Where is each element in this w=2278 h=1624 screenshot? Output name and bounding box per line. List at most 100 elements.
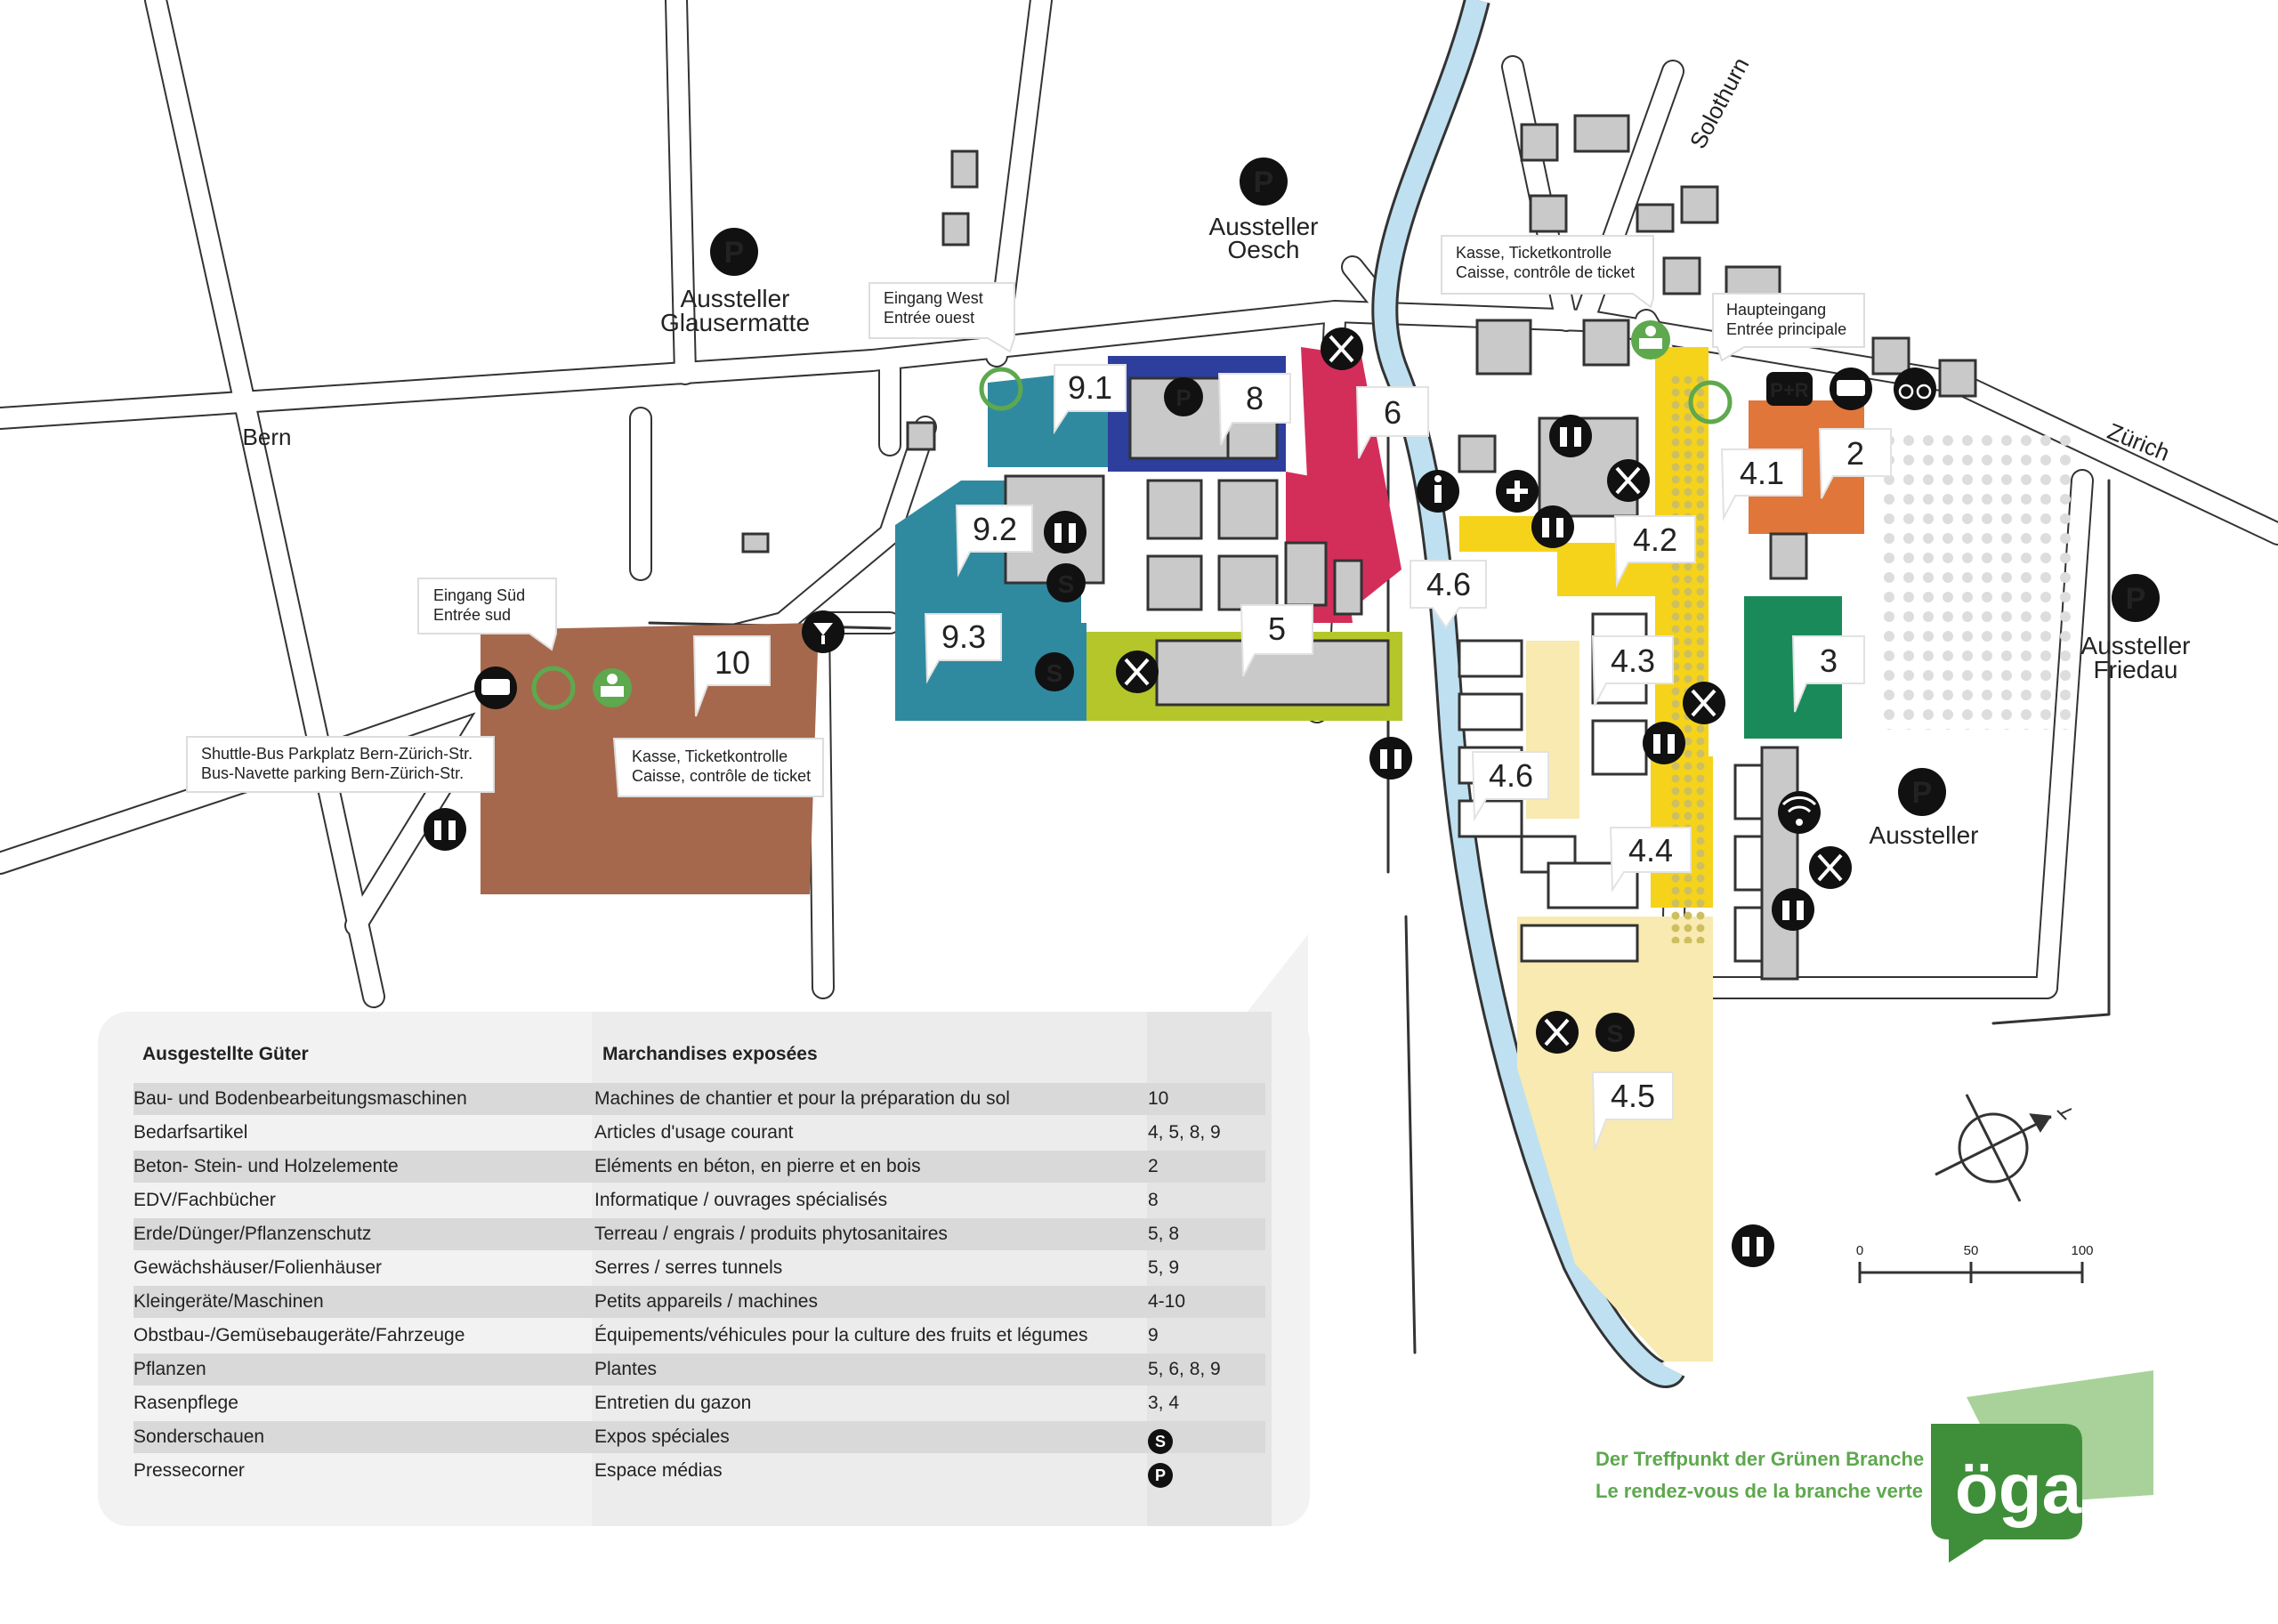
parking-glausermatte[interactable]: P Aussteller Glausermatte [660, 228, 810, 336]
legend-de: Bedarfsartikel [133, 1122, 248, 1143]
sector-number: 10 [715, 644, 750, 681]
bike-parking-icon[interactable] [1894, 368, 1936, 410]
sector-number: 8 [1246, 380, 1264, 416]
legend-de: EDV/Fachbücher [133, 1190, 276, 1210]
special-show-icon[interactable]: S [1595, 1013, 1635, 1052]
press-corner-icon[interactable]: P [1164, 377, 1203, 416]
restaurant-icon[interactable] [1321, 327, 1363, 370]
sector-bubble-4-5[interactable]: 4.5 [1591, 1071, 1674, 1151]
parking-aussteller[interactable]: P Aussteller [1870, 768, 1979, 849]
legend-de: Bau- und Bodenbearbeitungsmaschinen [133, 1088, 467, 1109]
callout-shuttle[interactable]: Shuttle-Bus Parkplatz Bern-Zürich-Str. B… [186, 736, 495, 793]
sector-number: 4.4 [1628, 832, 1673, 869]
first-aid-icon[interactable] [1496, 470, 1539, 513]
sector-bubble-4-1[interactable]: 4.1 [1720, 448, 1803, 521]
toilet-icon[interactable] [1369, 737, 1412, 780]
callout-kasse-north[interactable]: Kasse, Ticketkontrolle Caisse, contrôle … [1441, 235, 1654, 309]
entrance-marker-main[interactable] [1688, 380, 1733, 424]
toilet-icon[interactable] [1549, 415, 1592, 457]
sector-bubble-5[interactable]: 5 [1240, 604, 1313, 677]
restaurant-icon[interactable] [1536, 1011, 1579, 1054]
sector-number: 4.5 [1611, 1078, 1655, 1114]
restaurant-icon[interactable] [1683, 682, 1725, 724]
legend-fr: Expos spéciales [594, 1426, 730, 1447]
toilet-icon[interactable] [1643, 722, 1685, 764]
parking-label-line1: Aussteller [681, 285, 790, 312]
callout-fr: Caisse, contrôle de ticket [632, 767, 811, 785]
toilet-icon[interactable] [1732, 1224, 1774, 1267]
toilet-icon[interactable] [424, 808, 466, 851]
callout-eingang-sued[interactable]: Eingang Süd Entrée sud [417, 578, 557, 651]
bus-icon[interactable] [1830, 368, 1872, 410]
sector-bubble-3[interactable]: 3 [1791, 635, 1865, 713]
parking-label-line1: Aussteller [1870, 821, 1979, 849]
legend-sectors: 5, 9 [1148, 1257, 1180, 1278]
sector-bubble-4-4[interactable]: 4.4 [1609, 827, 1692, 893]
callout-de: Kasse, Ticketkontrolle [1456, 244, 1612, 262]
callout-eingang-west[interactable]: Eingang West Entrée ouest [868, 282, 1015, 353]
park-and-ride-label: P+R [1770, 379, 1809, 401]
legend-table: Ausgestellte Güter Marchandises exposées… [98, 1012, 1310, 1526]
legend-sectors: 4, 5, 8, 9 [1148, 1122, 1221, 1143]
sector-number: 4.2 [1633, 521, 1677, 558]
callout-kasse-south[interactable]: Kasse, Ticketkontrolle Caisse, contrôle … [612, 738, 824, 797]
legend-sectors: 3, 4 [1148, 1393, 1180, 1413]
restaurant-icon[interactable] [1116, 650, 1159, 693]
bar-icon[interactable] [802, 610, 844, 653]
parking-oesch[interactable]: P Aussteller Oesch [1209, 158, 1319, 263]
wifi-icon[interactable] [1778, 791, 1821, 834]
restaurant-icon[interactable] [1607, 459, 1650, 502]
sector-bubble-9-1[interactable]: 9.1 [1054, 364, 1127, 435]
ticket-desk-icon[interactable] [593, 668, 632, 707]
callout-fr: Entrée sud [433, 606, 511, 624]
callout-de: Kasse, Ticketkontrolle [632, 747, 788, 765]
entrance-marker-west[interactable] [979, 367, 1023, 411]
callout-de: Shuttle-Bus Parkplatz Bern-Zürich-Str. [201, 745, 473, 763]
sector-bubble-10[interactable]: 10 [692, 635, 771, 717]
sector-bubble-9-2[interactable]: 9.2 [955, 505, 1033, 578]
parking-lot-dots [1882, 427, 2073, 730]
scale-bar: 0 50 100 [1856, 1243, 2094, 1283]
compass-rose [1935, 1094, 2072, 1202]
parking-friedau[interactable]: P Aussteller Friedau [2081, 574, 2191, 683]
ticket-desk-icon[interactable] [1631, 320, 1670, 360]
info-icon[interactable] [1417, 470, 1459, 513]
sector-bubble-4-6-north[interactable]: 4.6 [1410, 560, 1487, 629]
place-solothurn: Solothurn [1684, 53, 1755, 153]
slogan-de: Der Treffpunkt der Grünen Branche [1595, 1448, 1925, 1470]
special-show-letter: S [1058, 570, 1075, 598]
toilet-icon[interactable] [1531, 505, 1574, 548]
toilet-icon[interactable] [1772, 888, 1814, 931]
sector-bubble-4-6-south[interactable]: 4.6 [1471, 751, 1549, 822]
legend-de: Gewächshäuser/Folienhäuser [133, 1257, 382, 1278]
map-icons: S S S P P+R [424, 320, 1936, 1267]
special-show-icon[interactable]: S [1046, 563, 1086, 602]
sector-bubble-9-3[interactable]: 9.3 [924, 613, 1002, 684]
park-and-ride-icon[interactable]: P+R [1766, 372, 1813, 406]
callout-fr: Entrée ouest [884, 309, 974, 327]
sector-bubble-8[interactable]: 8 [1217, 373, 1291, 446]
sector-bubble-4-2[interactable]: 4.2 [1613, 515, 1696, 588]
legend-de: Rasenpflege [133, 1393, 238, 1413]
callout-de: Eingang West [884, 289, 983, 307]
legend-sectors: 9 [1148, 1325, 1159, 1345]
sector-bubble-4-3[interactable]: 4.3 [1591, 635, 1674, 707]
special-show-icon[interactable]: S [1035, 652, 1074, 691]
bus-icon[interactable] [474, 667, 517, 709]
restaurant-icon[interactable] [1809, 846, 1852, 889]
logo-text: öga [1955, 1449, 2082, 1528]
sector-bubble-6[interactable]: 6 [1355, 386, 1429, 459]
callout-haupteingang[interactable]: Haupteingang Entrée principale [1712, 293, 1865, 362]
entrance-marker-south[interactable] [531, 666, 576, 710]
legend-de: Pflanzen [133, 1359, 206, 1379]
sector-bubble-2[interactable]: 2 [1818, 428, 1892, 499]
toilet-icon[interactable] [1044, 511, 1086, 553]
legend-de: Obstbau-/Gemüsebaugeräte/Fahrzeuge [133, 1325, 465, 1345]
